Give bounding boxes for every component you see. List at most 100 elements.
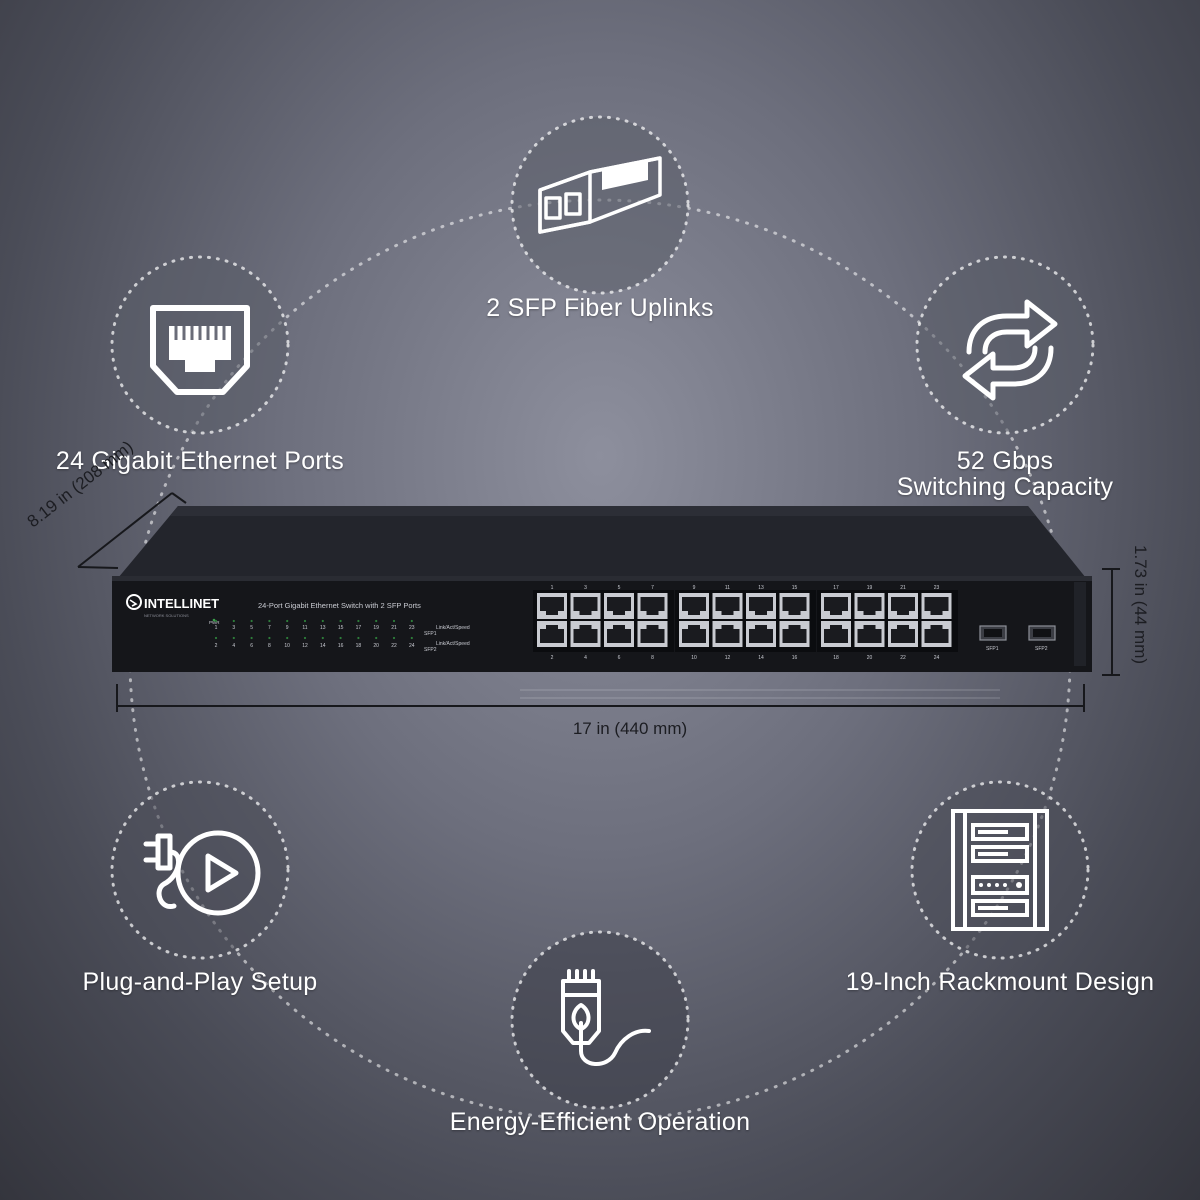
sfp-port-1[interactable] (979, 625, 1007, 641)
port-number-bottom: 6 (618, 655, 621, 661)
rj45-port[interactable] (779, 593, 810, 619)
led-number-top: 5 (250, 625, 253, 631)
rj45-port[interactable] (537, 593, 567, 619)
port-number-top: 7 (651, 585, 654, 591)
pwr-led (212, 618, 216, 622)
sync-icon-circle (915, 255, 1095, 435)
port-number-bottom: 18 (833, 655, 839, 661)
port-number-top: 3 (584, 585, 587, 591)
plug-and-play-label: Plug-and-Play Setup (82, 968, 318, 996)
port-number-top: 19 (867, 585, 873, 591)
led-number-top: 11 (302, 625, 307, 631)
port-led (214, 619, 218, 623)
port-number-bottom: 24 (934, 655, 940, 661)
rj45-port[interactable] (746, 621, 776, 647)
port-number-bottom: 8 (651, 655, 654, 661)
led-number-top: 1 (215, 625, 218, 631)
rj45-port[interactable] (679, 593, 709, 619)
switching-capacity-line1: 52 Gbps (956, 447, 1054, 475)
led-number-bottom: 8 (268, 643, 271, 649)
port-led (268, 619, 271, 623)
rj45-port[interactable] (570, 593, 601, 619)
port-number-top: 21 (900, 585, 906, 591)
port-led (232, 636, 235, 640)
rj45-port[interactable] (637, 593, 668, 619)
rj45-port-bank (533, 590, 958, 652)
sfp2-led-label: SFP2 (424, 647, 437, 653)
brand-name: INTELLINET (144, 596, 219, 611)
port-led (410, 619, 413, 623)
port-led (375, 619, 378, 623)
port-number-top: 23 (934, 585, 940, 591)
port-number-top: 11 (725, 585, 730, 591)
port-led (410, 636, 413, 640)
port-number-top: 17 (833, 585, 839, 591)
port-number-bottom: 14 (758, 655, 764, 661)
rj45-port[interactable] (712, 621, 743, 647)
ethernet-ports-label: 24 Gigabit Ethernet Ports (55, 447, 345, 475)
led-number-bottom: 22 (391, 643, 397, 649)
switch-top-surface (118, 506, 1086, 578)
rj45-port[interactable] (854, 621, 885, 647)
rj45-port[interactable] (712, 593, 743, 619)
rj45-port[interactable] (537, 621, 567, 647)
led-number-bottom: 10 (284, 643, 290, 649)
port-number-bottom: 22 (900, 655, 906, 661)
port-number-bottom: 2 (551, 655, 554, 661)
led-number-top: 19 (373, 625, 379, 631)
rackmount-label: 19-Inch Rackmount Design (845, 968, 1155, 996)
network-switch: INTELLINET NETWORK SOLUTIONS 24-Port Gig… (112, 506, 1092, 699)
led-number-bottom: 4 (232, 643, 235, 649)
rj45-port[interactable] (821, 593, 851, 619)
port-number-top: 1 (551, 585, 554, 591)
port-led (303, 636, 307, 640)
rack-icon-circle (910, 780, 1090, 960)
rj45-port[interactable] (888, 593, 918, 619)
plug-play-icon (143, 830, 261, 916)
rj45-port[interactable] (854, 593, 885, 619)
sfp-port-2[interactable] (1028, 625, 1056, 641)
port-number-top: 15 (792, 585, 798, 591)
port-led (357, 636, 360, 640)
sfp2-port-label: SFP2 (1035, 646, 1048, 652)
rj45-port[interactable] (604, 621, 634, 647)
led-number-top: 15 (338, 625, 344, 631)
rj45-port[interactable] (921, 621, 952, 647)
port-number-top: 13 (758, 585, 764, 591)
port-number-top: 9 (693, 585, 696, 591)
switching-arrows-icon (962, 299, 1058, 401)
rj45-port[interactable] (679, 621, 709, 647)
rj45-port[interactable] (921, 593, 952, 619)
rj45-port[interactable] (779, 621, 810, 647)
led-number-bottom: 24 (409, 643, 415, 649)
port-led (250, 619, 253, 623)
port-led (286, 619, 289, 623)
sfp-transceiver-icon (538, 156, 662, 234)
rj45-port[interactable] (888, 621, 918, 647)
led-number-bottom: 6 (250, 643, 253, 649)
brand-tagline: NETWORK SOLUTIONS (144, 613, 189, 618)
port-led (339, 636, 342, 640)
rj45-port[interactable] (637, 621, 668, 647)
rj45-port[interactable] (604, 593, 634, 619)
pwr-label: PWR (209, 620, 220, 625)
height-dimension-label: 1.73 in (44 mm) (1131, 545, 1150, 665)
port-number-bottom: 12 (725, 655, 731, 661)
rj45-port[interactable] (570, 621, 601, 647)
led-number-top: 21 (391, 625, 397, 631)
led-number-bottom: 20 (373, 643, 379, 649)
rj45-port[interactable] (821, 621, 851, 647)
energy-efficient-label: Energy-Efficient Operation (449, 1108, 751, 1136)
rj45-port[interactable] (746, 593, 776, 619)
port-led (339, 619, 342, 623)
led-number-bottom: 18 (356, 643, 362, 649)
port-number-top: 5 (618, 585, 621, 591)
link-label-2: Link/Act/Speed (436, 641, 470, 647)
plug-icon-circle (110, 780, 290, 960)
port-led (321, 619, 324, 623)
port-led (232, 619, 235, 623)
model-description: 24-Port Gigabit Ethernet Switch with 2 S… (258, 601, 421, 610)
